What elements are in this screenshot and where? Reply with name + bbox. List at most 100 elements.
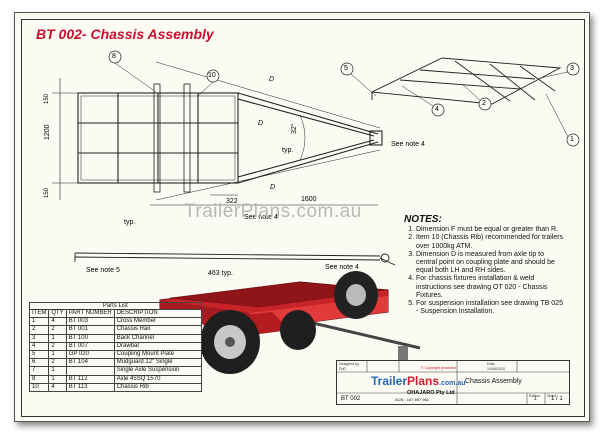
title-block-grid [337, 361, 569, 404]
date-value: 14/06/2010 [487, 367, 505, 371]
cell: 4 [48, 382, 67, 392]
cell: Back Channel [113, 333, 202, 343]
dim-d-top: D [269, 76, 275, 83]
note-item: Item 10 (Chassis Rib) recommended for tr… [416, 234, 564, 250]
cell: 1 [48, 333, 67, 343]
cell: 3 [28, 333, 50, 343]
callout-circles [108, 50, 580, 147]
cell: Cross Member [113, 317, 202, 327]
chassis-iso-view [370, 57, 562, 105]
chassis-top-view [52, 61, 383, 206]
cell: 1 [48, 349, 67, 360]
cell: BT 113 [65, 382, 115, 392]
cell: BT 001 [65, 325, 115, 335]
cell: Coupling Mount Plate [113, 349, 202, 360]
dim-top-offset: 150 [44, 93, 50, 104]
cell: 7 [28, 366, 50, 376]
label-typ-1: typ. [282, 147, 294, 154]
designed-by-label: Designed by [339, 362, 359, 366]
sheet-label: Sheet [547, 394, 557, 398]
label-typ-2: typ. [124, 219, 136, 226]
notes-block: NOTES: Dimension F must be equal or grea… [404, 214, 564, 316]
callout-10: 10 [208, 72, 216, 79]
dim-d-angle: D [258, 120, 264, 127]
cell: Chassis Rib [113, 382, 202, 392]
company-name: OHAJARO Pty Ltd [407, 390, 455, 396]
callout-3: 3 [570, 65, 574, 72]
designer-value: DvD [339, 367, 346, 371]
col-item: ITEM [28, 308, 50, 319]
cell: 4 [48, 317, 67, 327]
sheet-value: 1 / 1 [551, 396, 563, 402]
cell: 1 [48, 366, 67, 376]
drawing-title-cell: Chassis Assembly [465, 378, 522, 385]
note-item: For chassis fixtures installation & weld… [416, 275, 564, 300]
label-see-note-4a: See note 4 [391, 141, 425, 148]
callout-2: 2 [482, 100, 486, 107]
date-label: Date [487, 362, 495, 366]
col-qty: QTY [48, 308, 67, 319]
dim-bottom-offset: 150 [44, 187, 50, 198]
callout-1: 1 [570, 136, 574, 143]
logo-part-a: Trailer [371, 374, 408, 388]
cell: Axle 45SQ 1570 [113, 374, 202, 384]
notes-heading: NOTES: [404, 214, 442, 225]
drawing-title: BT 002- Chassis Assembly [36, 26, 214, 42]
chassis-side-view [74, 252, 396, 266]
logo-part-b: Plans [407, 374, 440, 388]
cell: BT 007 [65, 341, 115, 351]
callout-5: 5 [344, 65, 348, 72]
cell: Single Axle Suspension [113, 366, 202, 376]
company-acn: ACN : 167 697 961 [395, 397, 430, 402]
dim-length: 1600 [301, 196, 317, 203]
cell: Chassis Rail [113, 325, 202, 335]
logo-part-c: .com.au [439, 380, 466, 387]
cell: 4 [28, 341, 50, 351]
leader-lines [114, 62, 569, 138]
note-item: Dimension D is measured from axle tip to… [416, 251, 564, 276]
cell: BT 112 [65, 374, 115, 384]
note-item: For suspension installation see drawing … [416, 300, 564, 316]
copyright-text: © Copyright protected [421, 366, 457, 370]
parts-list-table: Parts List ITEM QTY PART NUMBER DESCRIPT… [28, 302, 202, 392]
title-block: Designed by DvD © Copyright protected Da… [336, 360, 570, 405]
cell [65, 366, 115, 376]
col-part-number: PART NUMBER [65, 308, 115, 319]
notes-list: Dimension F must be equal or greater tha… [404, 226, 564, 316]
cell: 8 [28, 374, 50, 384]
drawing-border [21, 19, 585, 417]
label-see-note-4c: See note 4 [325, 264, 359, 271]
label-see-note-4b: See note 4 [244, 214, 278, 221]
dim-side: 463 typ. [208, 270, 233, 277]
label-see-note-5: See note 5 [86, 267, 120, 274]
cell: 2 [48, 325, 67, 335]
cell: BT 104 [65, 358, 115, 368]
cell: GP 020 [65, 349, 115, 360]
parts-list-caption: Parts List [29, 302, 202, 309]
edition-label: Edition [529, 394, 540, 398]
cell: 6 [28, 358, 50, 368]
cell: BT 100 [65, 333, 115, 343]
callout-8: 8 [112, 53, 116, 60]
col-description: DESCRIPTION [113, 308, 202, 319]
note-item: Dimension F must be equal or greater tha… [416, 226, 564, 234]
cell: 10 [28, 382, 50, 392]
edition-value: 1 [534, 396, 537, 402]
dim-angle: 32° [291, 123, 298, 134]
cell: 5 [28, 349, 50, 360]
trailerplans-logo: TrailerPlans.com.au [371, 374, 466, 388]
watermark: TrailerPlans.com.au [184, 201, 362, 222]
cell: 1 [28, 317, 50, 327]
cell: 2 [28, 325, 50, 335]
dim-width: 1200 [44, 124, 51, 140]
cell: 2 [48, 358, 67, 368]
cell: Drawbar [113, 341, 202, 351]
